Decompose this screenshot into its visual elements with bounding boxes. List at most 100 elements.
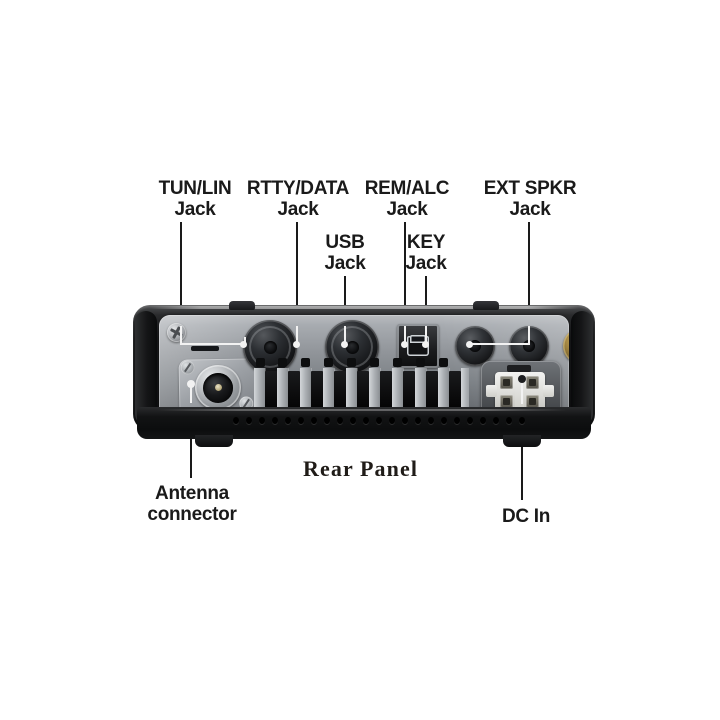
callout-key: KEY Jack [398, 232, 454, 275]
heatsink-slot [380, 371, 392, 416]
leader-rem-alc-vertical [404, 222, 406, 326]
heatsink-cap [393, 358, 402, 367]
leader-rtty-data-vertical [296, 222, 298, 326]
leader-dot-rtty-data [293, 341, 300, 348]
callout-rem-alc: REM/ALC Jack [355, 178, 459, 221]
leader-dot-tun-lin [240, 341, 247, 348]
callout-rem-alc-line2: Jack [386, 199, 428, 221]
callout-tun-lin-line1: TUN/LIN [158, 178, 232, 199]
leader-dc-in-vertical [521, 400, 523, 500]
heatsink-slot [403, 371, 415, 416]
heatsink-fin [346, 368, 357, 416]
vent-hole [311, 417, 317, 424]
plate-vent-notch [191, 346, 219, 351]
vent-hole [467, 417, 473, 424]
vent-hole [376, 417, 382, 424]
heatsink-fin [369, 368, 380, 416]
antenna-barrel [194, 364, 242, 411]
heatsink-cap [278, 358, 287, 367]
leader-tun-lin-horizontal [180, 343, 246, 345]
callout-antenna-line2: connector [147, 504, 237, 526]
callout-key-line2: Jack [405, 253, 447, 275]
callout-antenna: Antenna connector [146, 483, 238, 526]
dc-in-side-clip-left [486, 385, 497, 397]
callout-rtty-data-line1: RTTY/DATA [246, 178, 350, 199]
callout-dc-in: DC In [498, 506, 554, 527]
vent-hole [454, 417, 460, 424]
chassis-metal-plate [159, 315, 569, 419]
ext-spkr-jack[interactable] [563, 328, 569, 364]
plate-screw-top-left [167, 323, 186, 342]
heatsink-cap [347, 358, 356, 367]
leader-tun-lin-vertical-onchassis [180, 326, 182, 344]
chassis-foot-left [195, 435, 233, 447]
chassis-top-highlight [149, 306, 579, 309]
leader-key-vertical [425, 276, 427, 326]
vent-hole [324, 417, 330, 424]
bottom-bezel [137, 407, 591, 439]
tun-lin-jack-hole [263, 340, 277, 354]
leader-usb-vertical [344, 276, 346, 326]
chassis-top-tab-right [473, 301, 499, 310]
leader-antenna-onchassis [190, 383, 192, 403]
callout-usb-line1: USB [325, 232, 365, 253]
dc-in-pin [526, 376, 539, 389]
callout-antenna-line1: Antenna [155, 483, 229, 504]
heatsink-fin [254, 368, 265, 416]
dc-in-pin [500, 395, 513, 408]
dc-in-connector[interactable] [495, 372, 545, 412]
leader-key-onchassis [425, 326, 427, 344]
vent-hole [298, 417, 304, 424]
dc-in-side-clip-right [543, 385, 554, 397]
vent-hole [441, 417, 447, 424]
leader-dot-rem-alc [401, 341, 408, 348]
vent-hole [272, 417, 278, 424]
vent-hole [428, 417, 434, 424]
leader-dot-ext-spkr [466, 341, 473, 348]
vent-hole [506, 417, 512, 424]
leader-dot-usb [341, 341, 348, 348]
rem-alc-jack[interactable] [455, 326, 495, 366]
chassis-edge-right [571, 311, 593, 425]
vent-hole [285, 417, 291, 424]
vent-hole [246, 417, 252, 424]
vent-hole [402, 417, 408, 424]
leader-usb-onchassis [344, 326, 346, 344]
heatsink-fin [323, 368, 334, 416]
callout-tun-lin: TUN/LIN Jack [139, 178, 251, 221]
vent-hole [259, 417, 265, 424]
heatsink-slot [311, 371, 323, 416]
leader-ext-spkr-horizontal [470, 343, 530, 345]
tun-lin-jack[interactable] [243, 320, 297, 374]
leader-dot-antenna [187, 380, 195, 388]
dc-in-latch-tab [507, 365, 531, 372]
antenna-bore [202, 372, 234, 403]
heatsink-slot [426, 371, 438, 416]
vent-hole [493, 417, 499, 424]
chassis-edge-left [135, 311, 157, 425]
heatsink-cap [324, 358, 333, 367]
antenna-center-pin [214, 383, 222, 392]
callout-dc-in-line1: DC In [501, 506, 551, 527]
leader-ext-spkr-vertical-onchassis [528, 326, 530, 344]
vent-hole [337, 417, 343, 424]
heatsink [254, 358, 469, 416]
vent-hole [233, 417, 239, 424]
callout-key-line1: KEY [406, 232, 446, 253]
heatsink-slot [288, 371, 300, 416]
rtty-data-jack-hole [345, 340, 359, 354]
heatsink-cap [416, 358, 425, 367]
heatsink-fin [300, 368, 311, 416]
callout-rtty-data-line2: Jack [277, 199, 319, 221]
antenna-screw-top-left [180, 360, 195, 375]
heatsink-cap [301, 358, 310, 367]
heatsink-fin [277, 368, 288, 416]
dc-in-pin [500, 376, 513, 389]
dc-in-pin [526, 395, 539, 408]
callout-rtty-data: RTTY/DATA Jack [239, 178, 357, 221]
vent-hole [350, 417, 356, 424]
heatsink-slot [265, 371, 277, 416]
heatsink-fin [392, 368, 403, 416]
leader-dot-key [422, 341, 429, 348]
